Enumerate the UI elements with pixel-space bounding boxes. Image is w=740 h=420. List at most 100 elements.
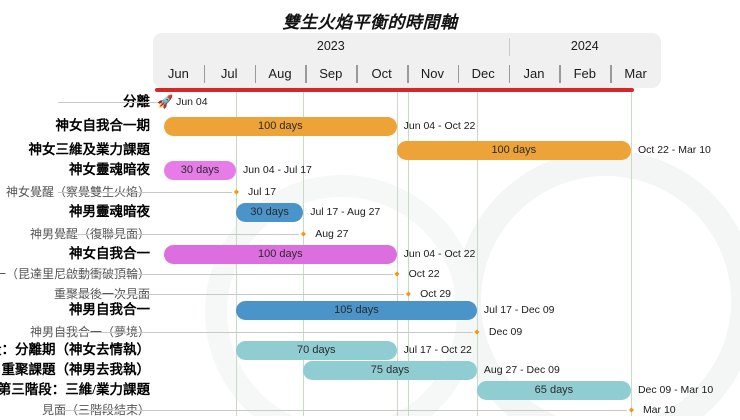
gantt-bar-row: 第一階段：分離期（神女去情執） 70 days Jul 17 - Oct 22: [0, 340, 740, 360]
row-label: 神男靈魂暗夜: [69, 204, 150, 219]
row-label: 神女三維及業力課題: [28, 142, 151, 157]
milestone-diamond-icon: 🔸: [469, 325, 485, 339]
leader-line: [58, 332, 473, 333]
row-label-container: 神男自我合一: [0, 300, 150, 320]
gantt-bar[interactable]: 75 days: [303, 360, 477, 380]
milestone-diamond-icon: 🔸: [389, 267, 405, 281]
month-separator: [457, 65, 460, 83]
gantt-bar[interactable]: 100 days: [164, 244, 397, 264]
month-label-sep: Sep: [319, 66, 343, 81]
month-separator: [610, 65, 612, 83]
row-label-container: 分離: [0, 92, 150, 112]
bar-date-range: Jul 17 - Oct 22: [403, 344, 472, 356]
bar-date-range: Dec 09 - Mar 10: [637, 384, 714, 396]
gantt-milestone-row: 重聚最後一次見面🔸Oct 29: [0, 284, 740, 304]
gridline: [396, 92, 398, 416]
month-separator: [305, 65, 307, 83]
gridline: [630, 92, 632, 416]
milestone-date-label: Oct 29: [420, 288, 452, 300]
month-label-mar: Mar: [624, 66, 647, 81]
year-label-2024: 2024: [570, 39, 599, 53]
gantt-milestone-row: 神女覺醒（察覺雙生火焰）🔸Jul 17: [0, 182, 740, 202]
row-label: 第三階段：三維/業力課題: [0, 382, 150, 397]
gantt-bar-row: 神男靈魂暗夜 30 days Jul 17 - Aug 27: [0, 202, 740, 222]
row-label: 神女靈魂暗夜: [69, 162, 150, 177]
gantt-milestone-row: 神男覺醒（復聯見面）🔸Aug 27: [0, 224, 740, 244]
row-label-container: 神男靈魂暗夜: [0, 202, 150, 222]
leader-line: [58, 102, 161, 103]
month-label-aug: Aug: [268, 66, 292, 81]
bar-date-range: Aug 27 - Dec 09: [483, 364, 560, 376]
year-label-2023: 2023: [316, 39, 345, 53]
gantt-bar-row: 第二階段：重聚課題（神男去我執） 75 days Aug 27 - Dec 09: [0, 360, 740, 380]
leader-line: [58, 294, 405, 295]
row-label: 神女自我合一: [69, 246, 150, 261]
month-label-dec: Dec: [471, 66, 495, 81]
month-separator: [254, 65, 257, 83]
gantt-bar-row: 神女自我合一期 100 days Jun 04 - Oct 22: [0, 116, 740, 136]
row-label-container: 第一階段：分離期（神女去情執）: [0, 340, 150, 360]
month-separator: [407, 65, 409, 83]
row-label: 第一階段：分離期（神女去情執）: [0, 342, 150, 357]
leader-line: [58, 234, 300, 235]
gridline: [408, 92, 410, 416]
gantt-bar[interactable]: 65 days: [476, 380, 631, 400]
gantt-milestone-row: 神男自我合一（夢境）🔸Dec 09: [0, 322, 740, 342]
gantt-bar-row: 神女靈魂暗夜 30 days Jun 04 - Jul 17: [0, 160, 740, 180]
row-label-container: 神女自我合一期: [0, 116, 151, 136]
row-label-container: 第三階段：三維/業力課題: [0, 380, 150, 400]
page-title: 雙生火焰平衡的時間軸: [282, 13, 458, 32]
bar-date-range: Oct 22 - Mar 10: [637, 144, 711, 156]
month-label-nov: Nov: [420, 66, 444, 81]
milestone-diamond-icon: 🔸: [623, 403, 639, 417]
gantt-milestone-row: 神女合一（昆達里尼啟動衝破頂輪）🔸Oct 22: [0, 264, 740, 284]
gantt-bar-row: 第三階段：三維/業力課題 65 days Dec 09 - Mar 10: [0, 380, 740, 400]
leader-line: [58, 274, 393, 275]
milestone-diamond-icon: 🔸: [401, 287, 417, 301]
milestone-diamond-icon: 🔸: [296, 227, 312, 241]
gantt-bar[interactable]: 105 days: [236, 300, 477, 320]
gantt-bar[interactable]: 30 days: [236, 202, 304, 222]
month-separator: [559, 65, 561, 83]
year-separator: [508, 38, 510, 56]
milestone-date-label: Oct 22: [408, 268, 440, 280]
month-separator: [508, 65, 511, 83]
row-label: 神男自我合一: [69, 302, 150, 317]
gantt-bar[interactable]: 100 days: [164, 116, 397, 136]
gantt-bar[interactable]: 100 days: [396, 140, 631, 160]
bar-date-range: Jun 04 - Oct 22: [403, 120, 476, 132]
bar-date-range: Jul 17 - Dec 09: [483, 304, 555, 316]
row-label-container: 神女三維及業力課題: [0, 140, 151, 160]
rocket-icon: 🚀: [157, 94, 174, 109]
row-label: 分離: [123, 94, 150, 109]
gantt-milestone-row: 見面（三階段結束）🔸Mar 10: [0, 400, 740, 420]
bar-date-range: Jul 17 - Aug 27: [310, 206, 381, 218]
leader-line: [58, 192, 233, 193]
year-axis: 2023 2024: [153, 33, 661, 60]
milestone-date-label: Jun 04: [176, 96, 208, 108]
bar-date-range: Jun 04 - Jul 17: [243, 164, 312, 176]
milestone-date-label: Aug 27: [315, 228, 349, 240]
row-label-container: 神女靈魂暗夜: [0, 160, 150, 180]
month-label-jan: Jan: [523, 66, 545, 81]
milestone-date-label: Mar 10: [642, 404, 676, 416]
row-label: 神女自我合一期: [55, 118, 151, 133]
baseline-rule: [155, 88, 634, 92]
milestone-date-label: Dec 09: [488, 326, 523, 338]
month-label-feb: Feb: [573, 66, 596, 81]
gantt-bar[interactable]: 70 days: [236, 340, 397, 360]
month-separator: [356, 65, 358, 83]
milestone-diamond-icon: 🔸: [229, 185, 244, 199]
row-label-container: 神女自我合一: [0, 244, 150, 264]
month-separator: [203, 65, 206, 83]
gantt-bar[interactable]: 30 days: [164, 160, 237, 180]
row-label-container: 第二階段：重聚課題（神男去我執）: [0, 360, 150, 380]
month-label-jul: Jul: [220, 66, 238, 81]
gantt-bar-row: 神女三維及業力課題 100 days Oct 22 - Mar 10: [0, 140, 740, 160]
leader-line: [58, 410, 627, 411]
row-label: 第二階段：重聚課題（神男去我執）: [0, 362, 150, 377]
